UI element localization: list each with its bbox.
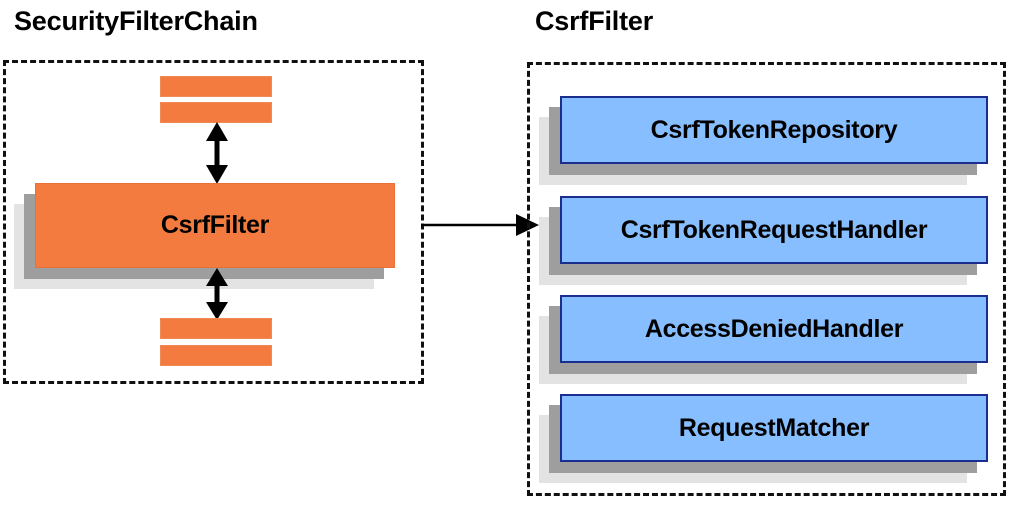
filter-bar-top-2 [160,102,272,123]
node-label-csrffilter: CsrfFilter [160,211,270,239]
node-face: CsrfTokenRepository [560,96,988,164]
node-face: CsrfTokenRequestHandler [560,196,988,264]
filter-bar-bottom-2 [160,345,272,366]
csrffilter-container [527,62,1006,496]
node-csrf-token-repository[interactable]: CsrfTokenRepository [539,96,988,185]
node-face: RequestMatcher [560,394,988,462]
filter-bar-bottom-1 [160,318,272,339]
csrffilter-to-csrffilter-detail-arrow [421,214,539,236]
filter-bar-top-1 [160,76,272,97]
node-label-csrf-token-repository: CsrfTokenRepository [650,115,898,144]
node-label-access-denied-handler: AccessDeniedHandler [644,314,904,343]
node-label-csrf-token-request-handler: CsrfTokenRequestHandler [620,215,928,244]
node-csrf-token-request-handler[interactable]: CsrfTokenRequestHandler [539,196,988,285]
node-face: AccessDeniedHandler [560,295,988,363]
double-arrow-below-csrffilter [206,268,228,320]
node-face: CsrfFilter [35,183,395,268]
security-filter-chain-container [3,60,424,384]
node-label-request-matcher: RequestMatcher [678,413,870,442]
page-title-security-filter-chain: SecurityFilterChain [14,6,258,36]
double-arrow-above-csrffilter [206,122,228,184]
node-csrffilter[interactable]: CsrfFilter [14,183,395,289]
node-request-matcher[interactable]: RequestMatcher [539,394,988,483]
node-access-denied-handler[interactable]: AccessDeniedHandler [539,295,988,384]
page-title-csrffilter: CsrfFilter [535,6,654,36]
